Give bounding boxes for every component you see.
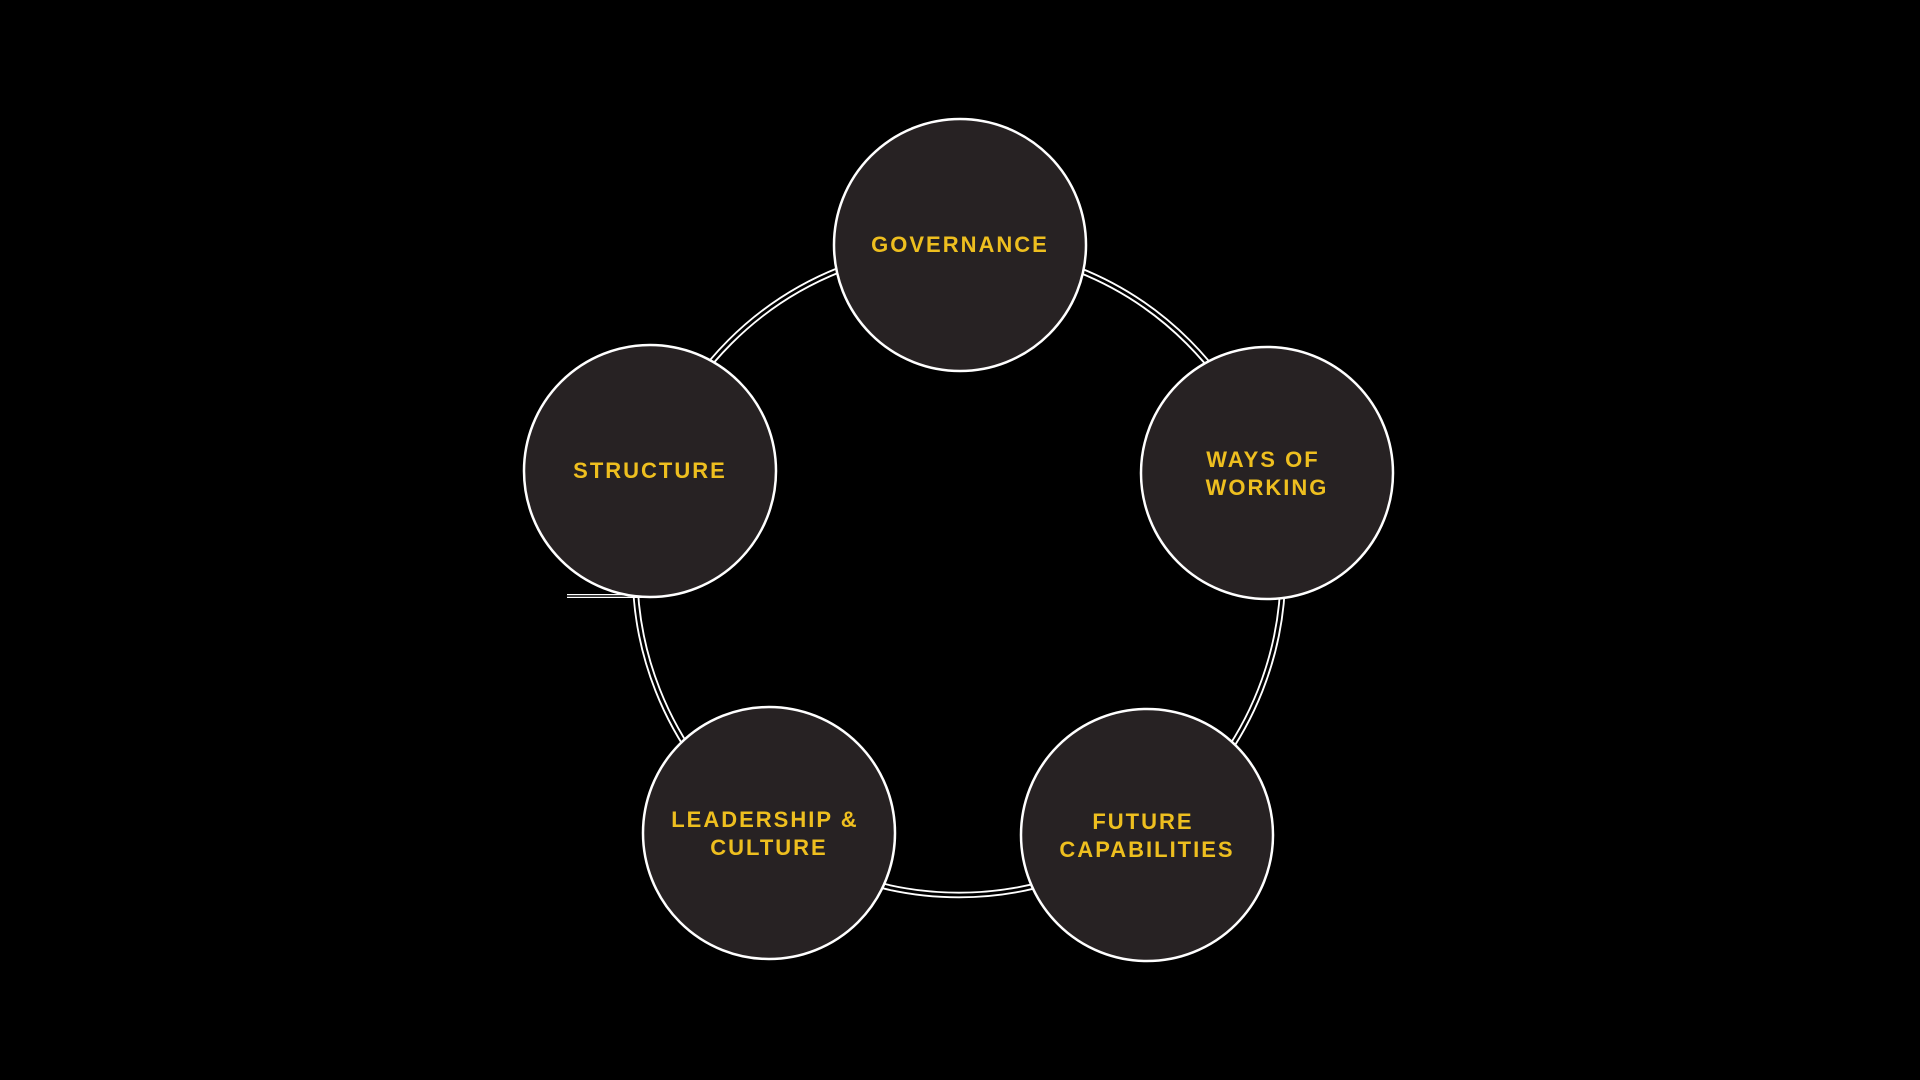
node-governance-label: GOVERNANCE xyxy=(871,232,1049,257)
node-future-capabilities-label: FUTURE CAPABILITIES xyxy=(1059,809,1234,862)
node-ways-of-working-label: WAYS OF WORKING xyxy=(1206,447,1329,500)
node-leadership-culture-label-line2: CULTURE xyxy=(710,835,827,860)
node-leadership-culture-label: LEADERSHIP & CULTURE xyxy=(671,807,867,860)
node-ways-of-working-circle xyxy=(1139,345,1395,601)
node-future-capabilities-label-line2: CAPABILITIES xyxy=(1059,837,1234,862)
node-governance-label-line: GOVERNANCE xyxy=(871,232,1049,257)
node-governance-circle xyxy=(832,117,1088,373)
node-future-capabilities-label-line1: FUTURE xyxy=(1092,809,1193,834)
node-structure-label: STRUCTURE xyxy=(573,458,727,483)
node-leadership-culture-circle xyxy=(641,705,897,961)
node-leadership-culture: LEADERSHIP & CULTURE xyxy=(641,705,897,961)
node-future-capabilities: FUTURE CAPABILITIES xyxy=(1019,707,1275,963)
node-ways-of-working: WAYS OF WORKING xyxy=(1139,345,1395,601)
node-structure-circle xyxy=(522,343,778,599)
node-structure: STRUCTURE xyxy=(522,343,778,599)
node-ways-of-working-label-line2: WORKING xyxy=(1206,475,1329,500)
node-governance: GOVERNANCE xyxy=(832,117,1088,373)
node-leadership-culture-label-line1: LEADERSHIP & xyxy=(671,807,858,832)
node-structure-label-line: STRUCTURE xyxy=(573,458,727,483)
node-ways-of-working-label-line1: WAYS OF xyxy=(1206,447,1319,472)
node-future-capabilities-circle xyxy=(1019,707,1275,963)
